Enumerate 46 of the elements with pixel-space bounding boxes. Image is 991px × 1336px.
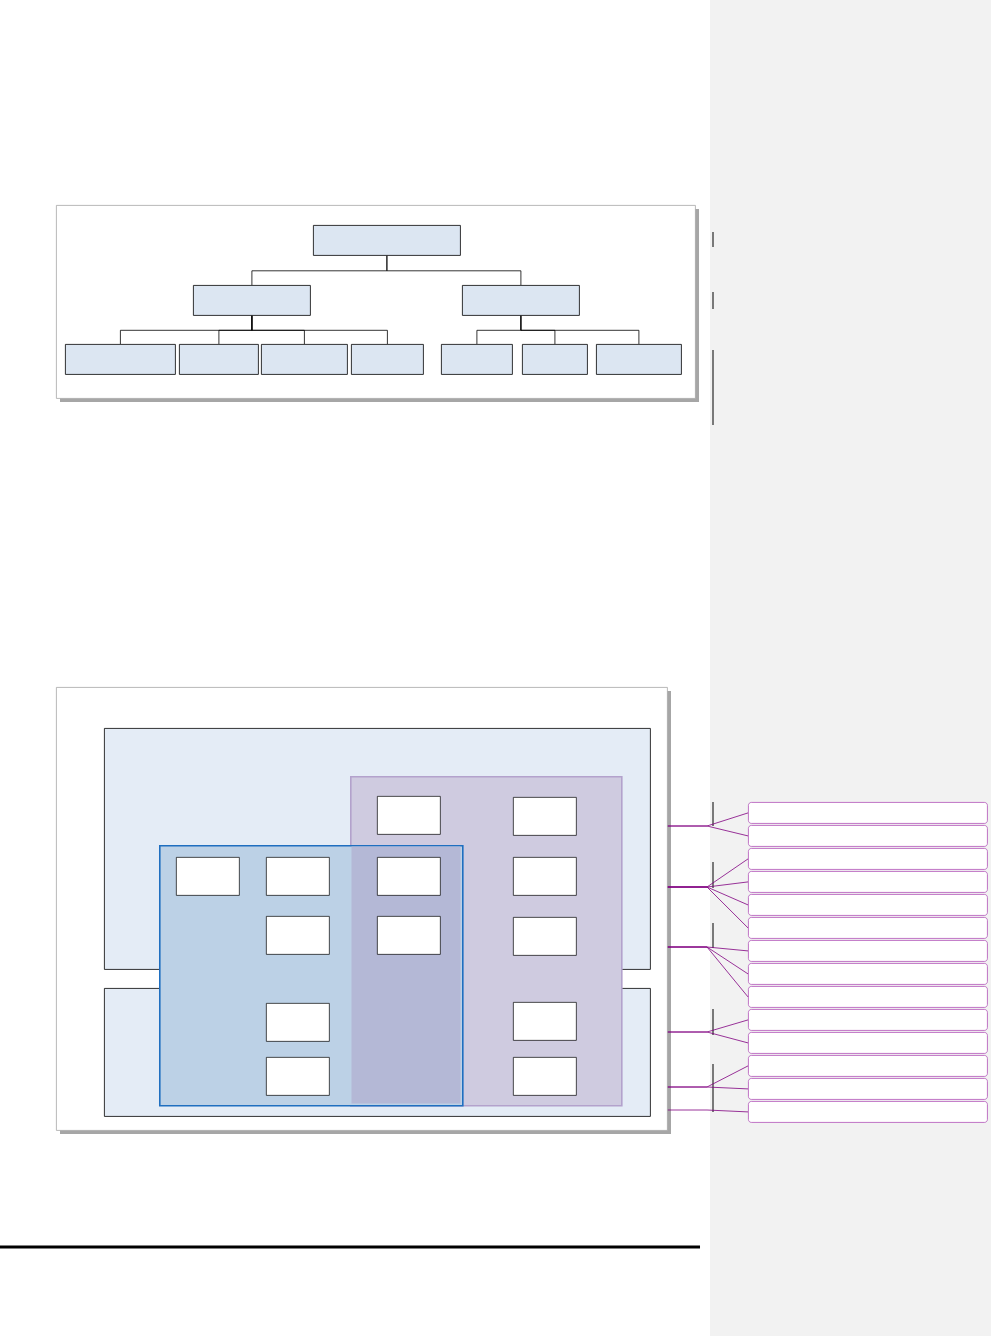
comment-balloon bbox=[748, 848, 988, 870]
leader-line bbox=[667, 1031, 749, 1044]
org-chart-box bbox=[313, 225, 461, 256]
small-box bbox=[377, 857, 441, 896]
connector-line bbox=[520, 315, 640, 345]
comment-balloon bbox=[748, 963, 988, 985]
leader-line bbox=[667, 1109, 749, 1113]
comment-balloon bbox=[748, 1078, 988, 1100]
org-chart-box bbox=[462, 285, 580, 316]
org-chart-box bbox=[65, 344, 176, 375]
small-box bbox=[266, 1003, 330, 1042]
comment-balloon bbox=[748, 871, 988, 893]
small-box bbox=[377, 916, 441, 955]
small-box bbox=[266, 1057, 330, 1096]
small-box bbox=[377, 796, 441, 835]
comment-balloon bbox=[748, 802, 988, 824]
small-box bbox=[513, 917, 577, 956]
comment-balloon bbox=[748, 894, 988, 916]
org-chart-box bbox=[351, 344, 424, 375]
leader-line bbox=[667, 946, 749, 998]
small-box bbox=[513, 1002, 577, 1041]
leader-line bbox=[667, 825, 749, 837]
small-box bbox=[266, 916, 330, 955]
comment-balloon bbox=[748, 825, 988, 847]
comment-balloon bbox=[748, 1032, 988, 1054]
small-box bbox=[176, 857, 240, 896]
connector-line bbox=[251, 315, 388, 345]
comment-balloon bbox=[748, 986, 988, 1008]
small-box bbox=[513, 857, 577, 896]
comment-balloon bbox=[748, 940, 988, 962]
org-chart-box bbox=[441, 344, 513, 375]
comment-balloon bbox=[748, 1009, 988, 1031]
org-chart-box bbox=[522, 344, 588, 375]
org-chart-box bbox=[261, 344, 348, 375]
leader-line bbox=[667, 1086, 749, 1090]
org-chart-box bbox=[596, 344, 682, 375]
small-box bbox=[513, 1057, 577, 1096]
org-chart-box bbox=[179, 344, 259, 375]
comment-balloon bbox=[748, 917, 988, 939]
connector-line bbox=[386, 255, 522, 286]
org-chart-box bbox=[193, 285, 311, 316]
small-box bbox=[266, 857, 330, 896]
leader-line bbox=[667, 886, 749, 929]
comment-balloon bbox=[748, 1101, 988, 1123]
small-box bbox=[513, 797, 577, 836]
comment-balloon bbox=[748, 1055, 988, 1077]
